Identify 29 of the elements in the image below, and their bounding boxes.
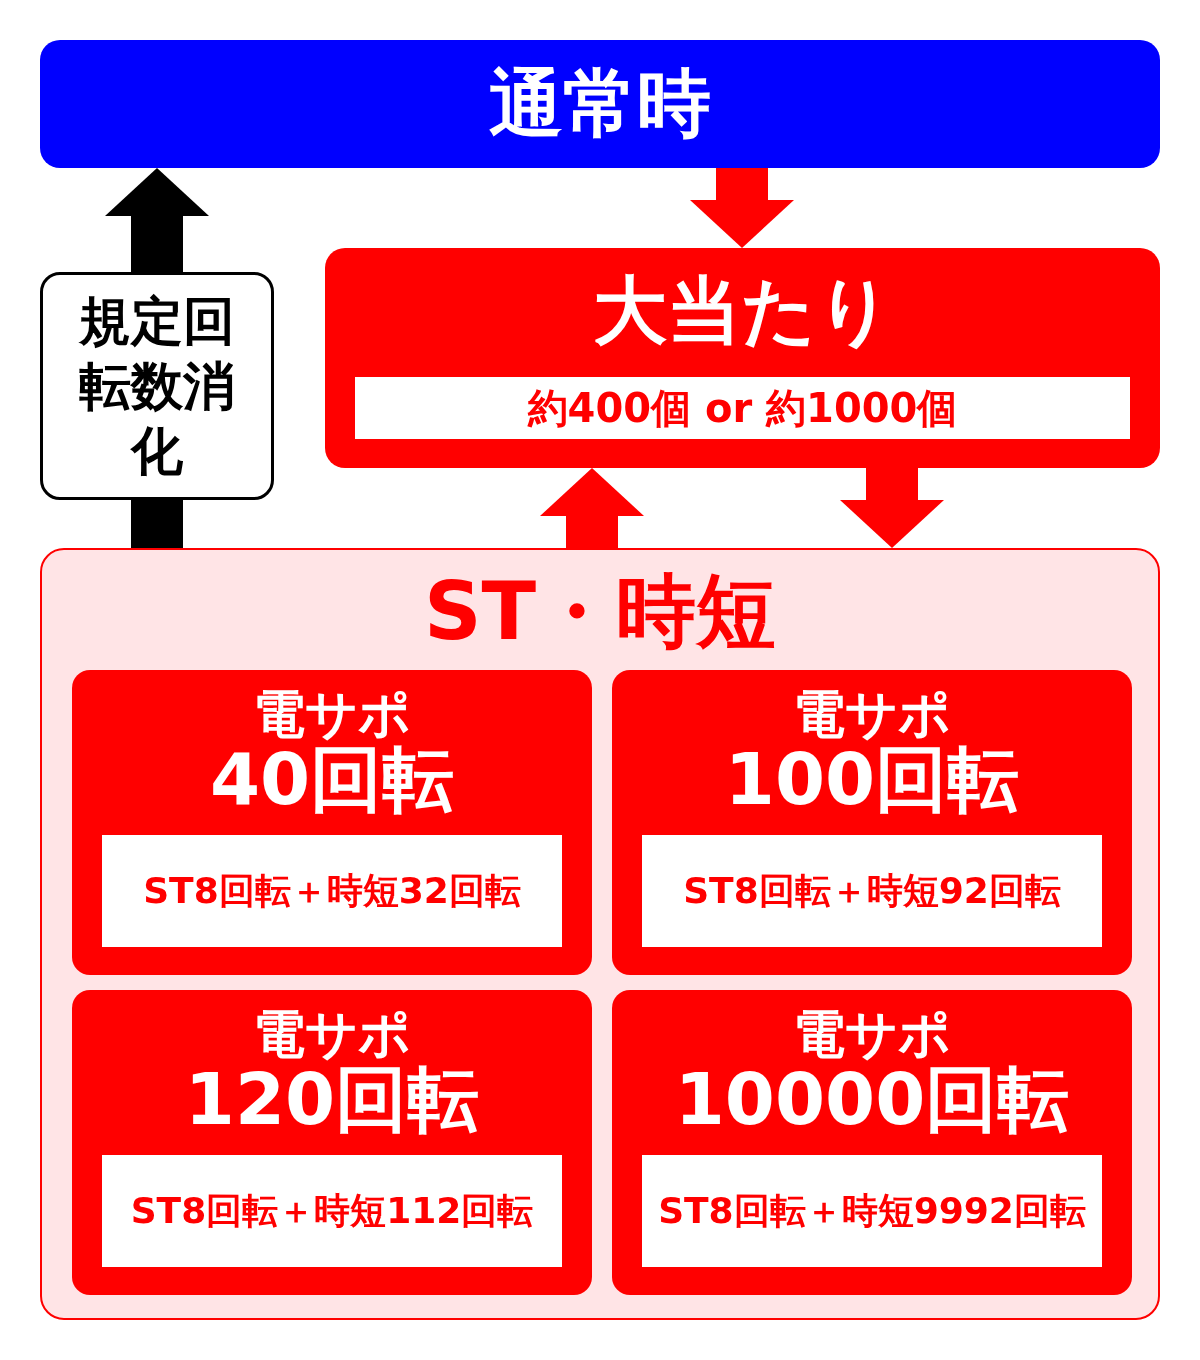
arrow [690, 168, 794, 248]
mode-card [72, 990, 592, 1295]
arrow [840, 468, 944, 548]
info-label: ST8回転＋時短9992回転 [642, 1155, 1102, 1267]
info-label: 約400個 or 約1000個 [355, 377, 1130, 439]
box-heading: 通常時 [489, 63, 711, 145]
card-heading: 電サポ [252, 686, 412, 744]
box-heading: 大当たり [591, 270, 894, 352]
arrow [105, 168, 209, 272]
card-value: 10000回転 [673, 1063, 1071, 1136]
arrow [540, 468, 644, 548]
card-value: 120回転 [183, 1063, 481, 1136]
box-text: 規定回転数消化 [78, 289, 236, 483]
mode-card [72, 670, 592, 975]
card-heading: 電サポ [792, 1006, 952, 1064]
info-label: ST8回転＋時短112回転 [102, 1155, 562, 1267]
card-heading: 電サポ [252, 1006, 412, 1064]
mode-card [612, 990, 1132, 1295]
info-label: ST8回転＋時短92回転 [642, 835, 1102, 947]
state-box [325, 248, 1160, 468]
process-box [40, 272, 274, 500]
card-value: 100回転 [723, 743, 1021, 816]
state-box [40, 40, 1160, 168]
group-panel [40, 548, 1160, 1320]
info-label: ST8回転＋時短32回転 [102, 835, 562, 947]
card-heading: 電サポ [792, 686, 952, 744]
card-value: 40回転 [208, 743, 456, 816]
group-title: ST・時短 [422, 568, 778, 656]
mode-card [612, 670, 1132, 975]
